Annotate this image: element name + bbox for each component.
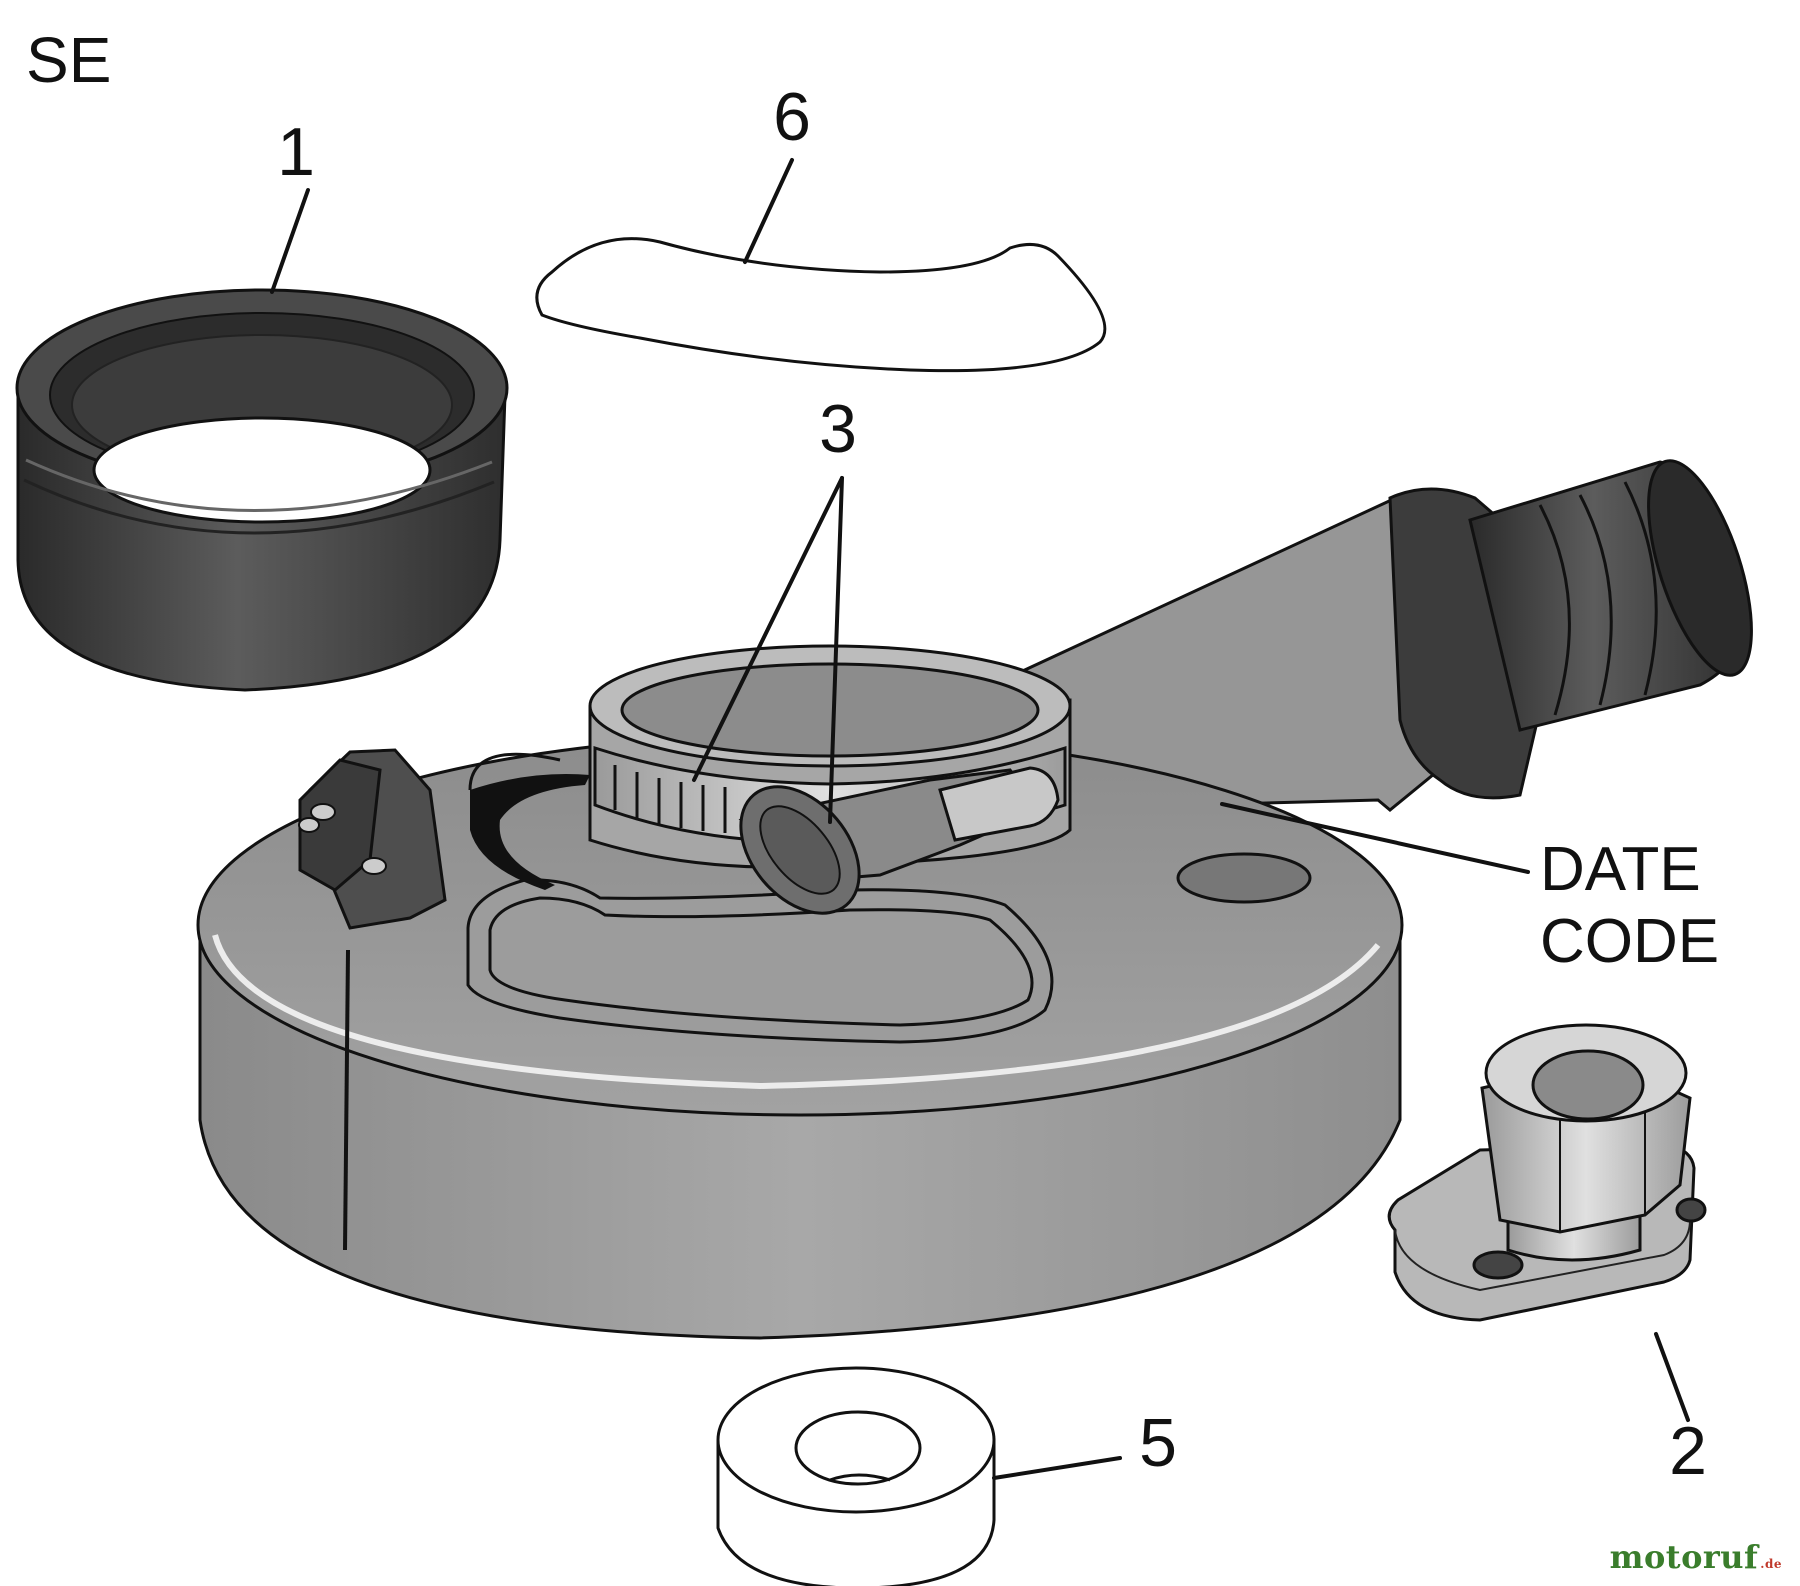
part-2-flange-nut <box>1387 1023 1707 1322</box>
part-5-washer <box>716 1366 996 1586</box>
callout-5: 5 <box>1139 1405 1177 1481</box>
leader-3a <box>692 476 844 782</box>
date-code-line2: CODE <box>1540 907 1719 976</box>
leader-5 <box>992 1456 1122 1480</box>
watermark-text: motoruf <box>1609 1538 1759 1576</box>
view-label: SE <box>26 24 111 96</box>
part-1-rubber-ring <box>15 288 509 692</box>
leader-1 <box>270 188 310 294</box>
callout-1: 1 <box>277 114 315 190</box>
callout-2: 2 <box>1669 1413 1707 1489</box>
watermark-logo: motoruf.de <box>1610 1538 1782 1576</box>
part-6-gasket <box>535 237 1107 373</box>
leader-6 <box>743 158 794 264</box>
leader-2 <box>1654 1332 1690 1422</box>
watermark-suffix: .de <box>1760 1557 1782 1571</box>
date-code-line1: DATE <box>1540 835 1701 904</box>
callout-6: 6 <box>773 79 811 155</box>
leader-date-code <box>1220 802 1530 874</box>
callout-3: 3 <box>819 391 857 467</box>
leader-3b <box>828 476 844 824</box>
